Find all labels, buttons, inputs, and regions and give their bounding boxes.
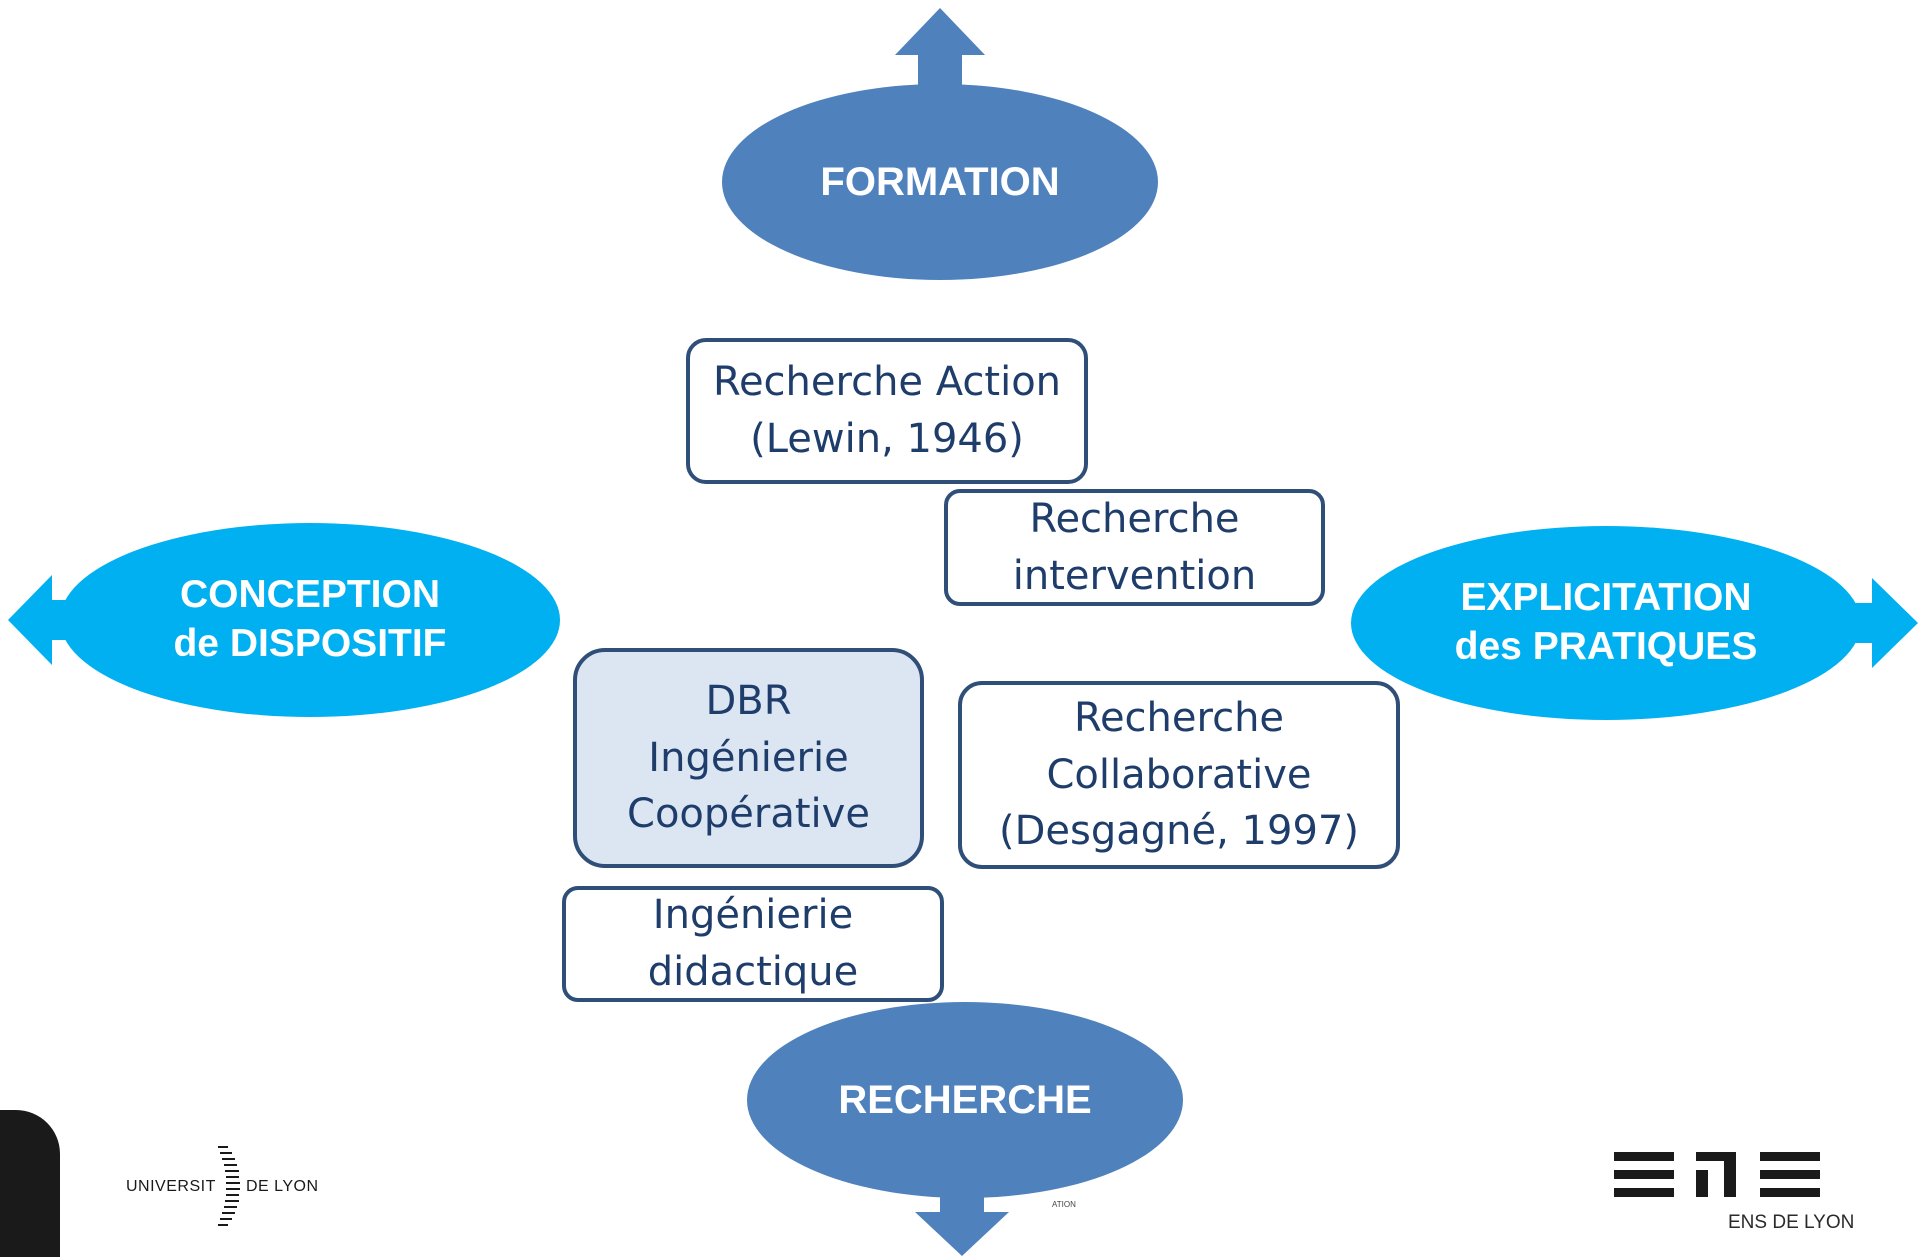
conception-line2: de DISPOSITIF xyxy=(173,622,447,665)
explicitation-label: EXPLICITATION des PRATIQUES xyxy=(1356,563,1856,683)
univ-logo-mark-icon xyxy=(218,1146,240,1226)
ingenierie-didactique-box: Ingénierie didactique xyxy=(562,886,944,1002)
conception-ellipse xyxy=(60,523,560,717)
recherche-collaborative-line2: Collaborative xyxy=(1046,751,1312,798)
universite-de-lyon-logo: UNIVERSIT DE LYON xyxy=(126,1142,326,1232)
dbr-box: DBR Ingénierie Coopérative xyxy=(573,648,924,868)
recherche-collaborative-line1: Recherche xyxy=(1073,694,1285,741)
arrow-down-icon xyxy=(915,1150,1009,1256)
dbr-line2: Ingénierie xyxy=(648,734,849,781)
recherche-action-line2: (Lewin, 1946) xyxy=(750,416,1024,462)
univ-logo-text-left: UNIVERSIT xyxy=(126,1178,216,1195)
formation-ellipse xyxy=(722,84,1158,280)
recherche-collaborative-line3: (Desgagné, 1997) xyxy=(999,808,1359,855)
recherche-intervention-box: Recherche intervention xyxy=(944,489,1325,606)
tiny-footer-text: ATION xyxy=(1052,1200,1076,1209)
arrow-up-icon xyxy=(895,8,985,90)
recherche-collaborative-box: Recherche Collaborative (Desgagné, 1997) xyxy=(958,681,1400,869)
conception-line1: CONCEPTION xyxy=(179,573,440,617)
univ-logo-text-right: DE LYON xyxy=(246,1178,319,1195)
explicitation-line2: des PRATIQUES xyxy=(1454,625,1758,668)
recherche-action-box: Recherche Action (Lewin, 1946) xyxy=(686,338,1088,484)
explicitation-line1: EXPLICITATION xyxy=(1460,576,1752,620)
corner-tab xyxy=(0,1110,60,1257)
dbr-line3: Coopérative xyxy=(627,791,870,838)
conception-label: CONCEPTION de DISPOSITIF xyxy=(60,560,560,680)
formation-text: FORMATION xyxy=(820,160,1060,204)
explicitation-ellipse xyxy=(1351,526,1861,720)
ens-logo-icon xyxy=(1614,1152,1820,1197)
recherche-action-line1: Recherche Action xyxy=(712,359,1062,406)
recherche-label: RECHERCHE xyxy=(747,1068,1183,1132)
recherche-intervention-line1: Recherche xyxy=(1029,495,1240,542)
recherche-intervention-line2: intervention xyxy=(1012,552,1257,599)
ingenierie-didactique-line2: didactique xyxy=(647,949,859,995)
dbr-line1: DBR xyxy=(705,677,792,724)
recherche-text: RECHERCHE xyxy=(838,1078,1092,1122)
formation-label: FORMATION xyxy=(722,150,1158,214)
ingenierie-didactique-line1: Ingénierie xyxy=(652,892,854,939)
ens-caption: ENS DE LYON xyxy=(1728,1212,1855,1233)
recherche-ellipse xyxy=(747,1002,1183,1198)
